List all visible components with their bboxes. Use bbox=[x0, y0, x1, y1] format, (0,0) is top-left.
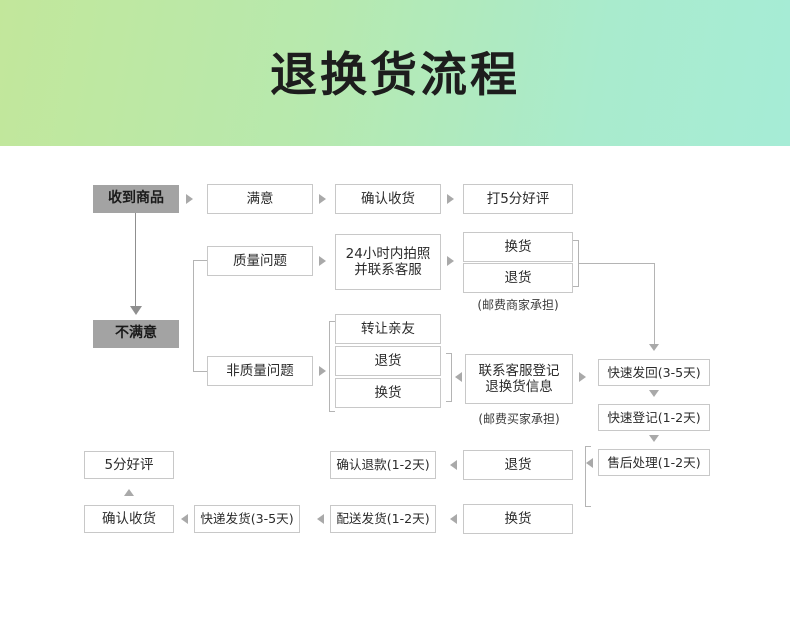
arrow-satisfied-to-confirm bbox=[319, 194, 326, 204]
node-register-info[interactable]: 联系客服登记 退换货信息 bbox=[465, 354, 573, 404]
options-bracket-top-stub bbox=[329, 321, 335, 322]
node-satisfied[interactable]: 满意 bbox=[207, 184, 313, 214]
node-after-sales[interactable]: 售后处理(1-2天) bbox=[598, 449, 710, 476]
node-confirm-receipt-bottom[interactable]: 确认收货 bbox=[84, 505, 174, 533]
options-bracket-bottom-stub bbox=[329, 411, 335, 412]
node-exchange-nonquality[interactable]: 换货 bbox=[335, 378, 441, 408]
aftersales-bracket-bottom-stub bbox=[585, 506, 591, 507]
bracket-issues-vertical bbox=[193, 260, 194, 371]
node-five-star-bottom[interactable]: 5分好评 bbox=[84, 451, 174, 479]
node-photo-contact[interactable]: 24小时内拍照 并联系客服 bbox=[335, 234, 441, 290]
node-return-nonquality[interactable]: 退货 bbox=[335, 346, 441, 376]
bracket-issues-bottom-stub bbox=[193, 371, 207, 372]
note-merchant-pays: (邮费商家承担) bbox=[477, 298, 559, 312]
aftersales-bracket-vertical bbox=[585, 446, 586, 506]
register-bracket-bottom-stub bbox=[446, 401, 452, 402]
page-title: 退换货流程 bbox=[270, 47, 520, 103]
arrow-fastregister-to-aftersales bbox=[649, 435, 659, 442]
node-return-quality[interactable]: 退货 bbox=[463, 263, 573, 293]
node-express-ship[interactable]: 快递发货(3-5天) bbox=[194, 505, 300, 533]
register-bracket-vertical bbox=[451, 353, 452, 401]
header-banner: 退换货流程 bbox=[0, 0, 790, 146]
arrow-register-to-fast-send-back bbox=[579, 372, 586, 382]
node-non-quality-issue[interactable]: 非质量问题 bbox=[207, 356, 313, 386]
arrow-photo-to-exchange-return bbox=[447, 256, 454, 266]
node-received[interactable]: 收到商品 bbox=[93, 185, 179, 213]
arrow-register-to-options bbox=[455, 372, 462, 382]
arrow-confirm-to-fivestar bbox=[447, 194, 454, 204]
arrow-exchange-to-delivery-ship bbox=[450, 514, 457, 524]
options-bracket-vertical bbox=[329, 321, 330, 411]
node-return-bottom[interactable]: 退货 bbox=[463, 450, 573, 480]
node-delivery-ship[interactable]: 配送发货(1-2天) bbox=[330, 505, 436, 533]
merge-bracket-bottom-stub bbox=[573, 286, 579, 287]
node-unsatisfied[interactable]: 不满意 bbox=[93, 320, 179, 348]
node-fast-send-back[interactable]: 快速发回(3-5天) bbox=[598, 359, 710, 386]
merge-line-down bbox=[654, 263, 655, 346]
arrow-quality-to-photo bbox=[319, 256, 326, 266]
line-received-down bbox=[135, 213, 136, 308]
node-confirm-refund[interactable]: 确认退款(1-2天) bbox=[330, 451, 436, 479]
aftersales-bracket-top-stub bbox=[585, 446, 591, 447]
node-transfer-friend[interactable]: 转让亲友 bbox=[335, 314, 441, 344]
arrow-return-to-confirm-refund bbox=[450, 460, 457, 470]
node-quality-issue[interactable]: 质量问题 bbox=[207, 246, 313, 276]
arrow-down-to-unsatisfied bbox=[130, 306, 142, 315]
merge-line-right bbox=[578, 263, 654, 264]
arrow-aftersales-to-bottom-options bbox=[586, 458, 593, 468]
node-exchange-quality[interactable]: 换货 bbox=[463, 232, 573, 262]
node-exchange-bottom[interactable]: 换货 bbox=[463, 504, 573, 534]
arrow-express-to-confirm-receipt bbox=[181, 514, 188, 524]
arrow-fastsendback-to-fastregister bbox=[649, 390, 659, 397]
note-buyer-pays: (邮费买家承担) bbox=[478, 412, 560, 426]
node-fast-register[interactable]: 快速登记(1-2天) bbox=[598, 404, 710, 431]
register-bracket-top-stub bbox=[446, 353, 452, 354]
node-confirm-receipt-top[interactable]: 确认收货 bbox=[335, 184, 441, 214]
merge-bracket-top-stub bbox=[573, 240, 579, 241]
arrow-confirm-receipt-to-five-star bbox=[124, 489, 134, 496]
node-five-star-top[interactable]: 打5分好评 bbox=[463, 184, 573, 214]
arrow-merge-into-fast-send-back bbox=[649, 344, 659, 351]
arrow-delivery-to-express bbox=[317, 514, 324, 524]
bracket-issues-top-stub bbox=[193, 260, 207, 261]
arrow-nonquality-to-options bbox=[319, 366, 326, 376]
arrow-received-to-satisfied bbox=[186, 194, 193, 204]
flowchart-canvas: 收到商品 满意 确认收货 打5分好评 不满意 质量问题 24小时内拍照 bbox=[0, 146, 790, 631]
